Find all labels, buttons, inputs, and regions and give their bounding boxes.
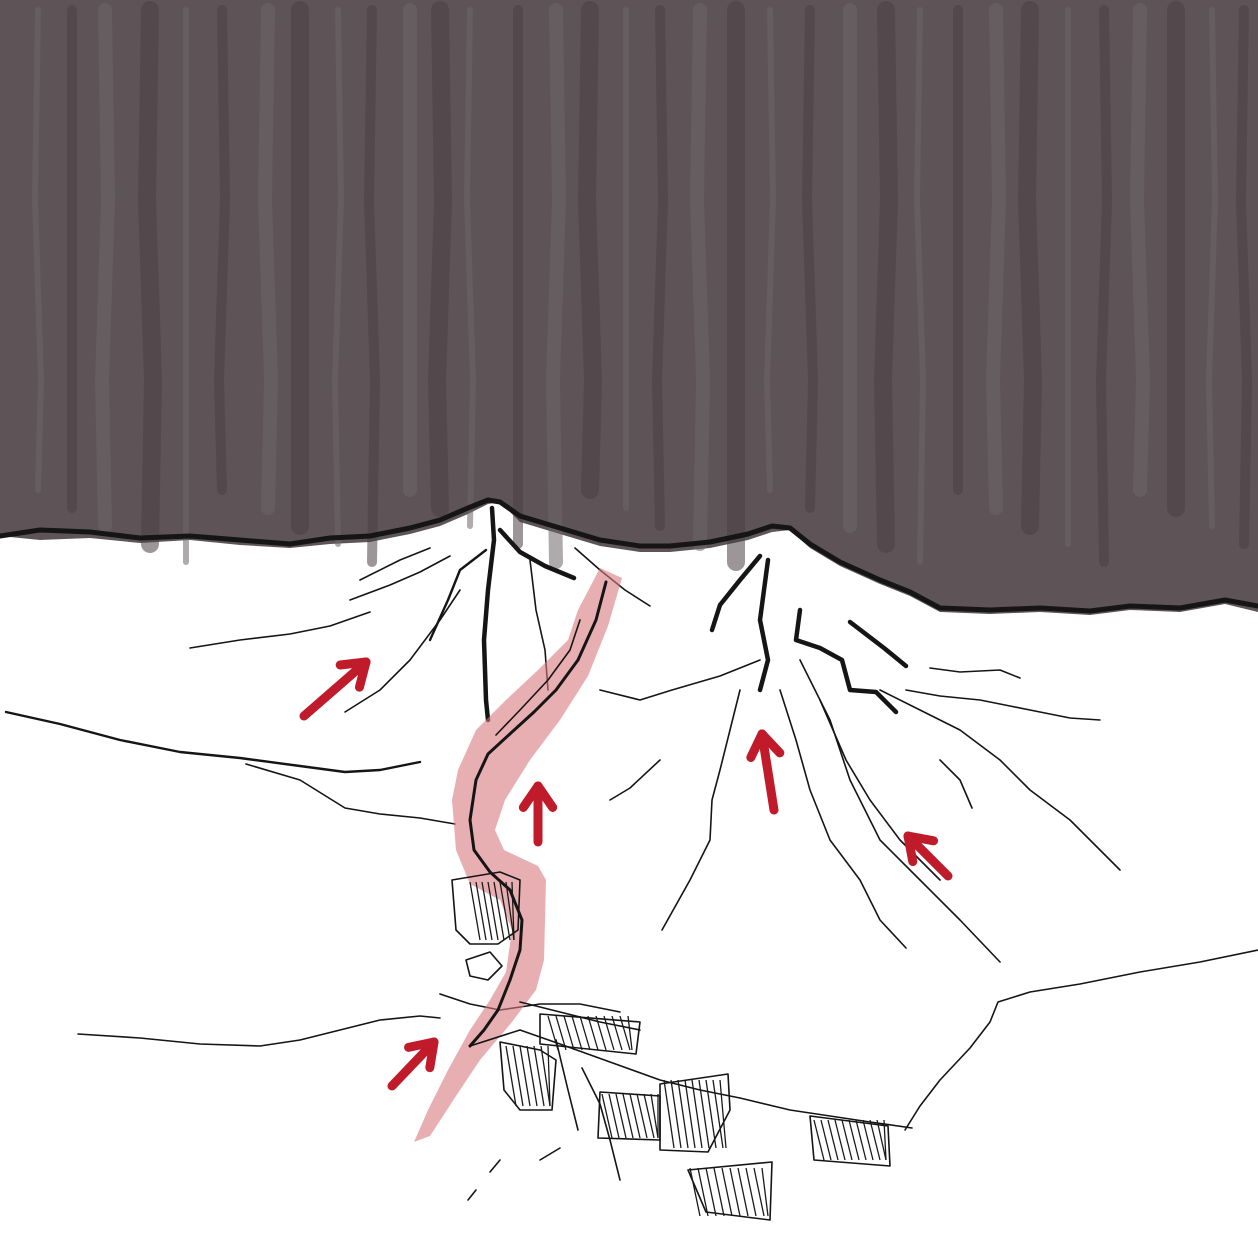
- direction-arrow: [523, 786, 552, 842]
- ink-wash-sky: [0, 0, 1258, 615]
- sky-brush-stroke: [1137, 10, 1143, 490]
- hatch-line: [572, 1016, 582, 1050]
- sky-brush-stroke: [883, 10, 889, 544]
- sky-brush-stroke: [1101, 10, 1107, 562]
- sky-brush-stroke: [1027, 10, 1033, 526]
- sky-brush-stroke: [369, 10, 375, 562]
- hatch-line: [580, 1016, 590, 1050]
- direction-arrow: [392, 1042, 434, 1086]
- sky-brush-stroke: [147, 10, 153, 544]
- red-direction-arrows: [304, 662, 948, 1086]
- sky-brush-stroke: [587, 10, 593, 490]
- hatch-line: [722, 1168, 732, 1216]
- direction-arrow: [304, 662, 366, 716]
- arrow-head: [340, 662, 366, 665]
- sky-brush-stroke: [657, 10, 663, 526]
- sky-brush-stroke: [1241, 10, 1247, 544]
- sky-brush-stroke: [697, 10, 703, 544]
- sky-brush-stroke: [553, 10, 559, 562]
- hatch-line: [690, 1168, 700, 1216]
- direction-arrow: [751, 734, 780, 810]
- hatch-line: [564, 1016, 574, 1050]
- arrow-head: [908, 836, 913, 862]
- hatch-line: [706, 1168, 716, 1216]
- sky-brush-stroke: [993, 10, 999, 508]
- sky-brush-stroke: [219, 10, 225, 490]
- hatch-line: [604, 1016, 614, 1050]
- sky-brush-stroke: [265, 10, 271, 508]
- direction-arrow: [908, 836, 948, 876]
- sky-brush-stroke: [437, 10, 443, 508]
- hatch-line: [470, 882, 480, 940]
- hatch-line: [730, 1168, 740, 1216]
- arrow-head: [751, 734, 762, 757]
- sky-brush-stroke: [807, 10, 813, 508]
- hatch-line: [738, 1168, 748, 1216]
- hatch-line: [698, 1168, 708, 1216]
- sky-brush-stroke: [102, 10, 108, 526]
- arrow-head: [409, 1042, 434, 1047]
- hatch-line: [596, 1016, 606, 1050]
- hatch-line: [714, 1168, 724, 1216]
- hatch-line: [746, 1168, 756, 1216]
